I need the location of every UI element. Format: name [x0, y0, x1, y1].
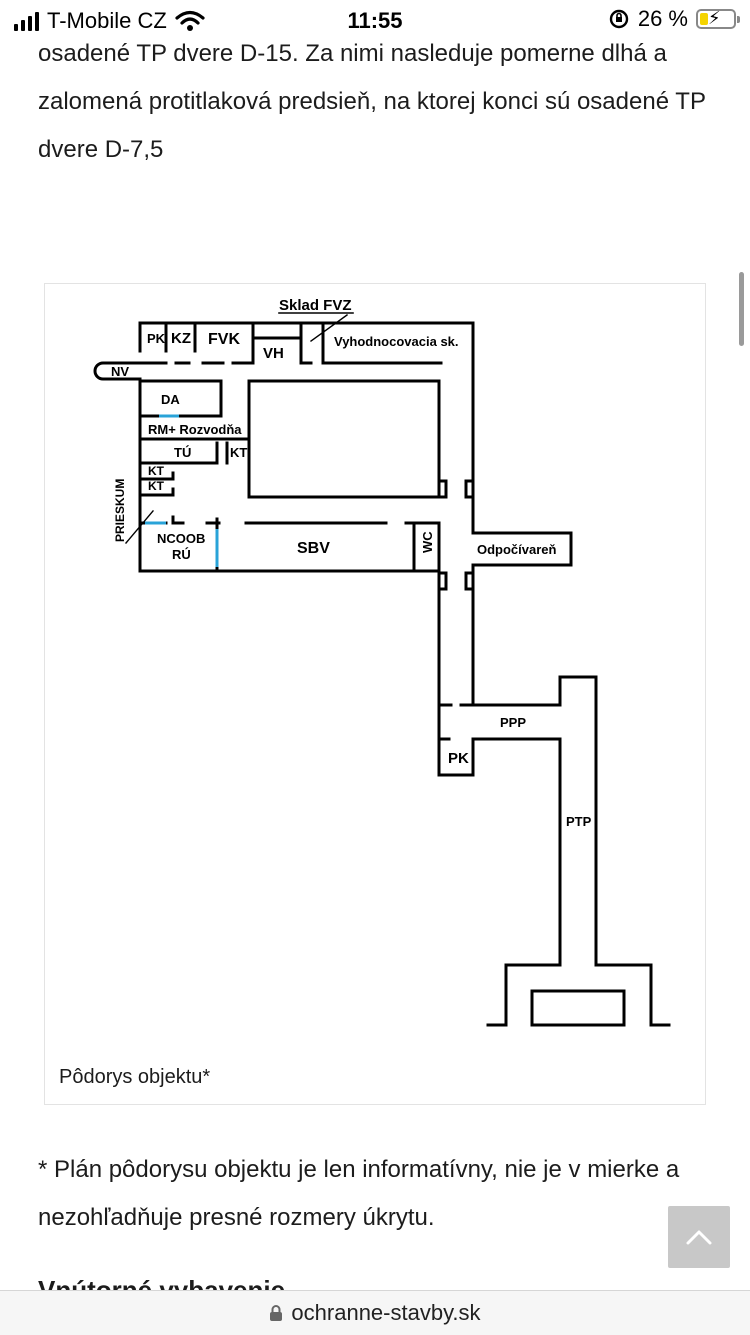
label-kz: KZ	[171, 330, 191, 347]
next-section-heading: Vnútorné vybavenie	[38, 1276, 285, 1290]
label-sbv: SBV	[297, 540, 330, 557]
status-left: T-Mobile CZ	[14, 8, 205, 34]
label-sklad-fvz: Sklad FVZ	[279, 297, 352, 314]
wifi-icon	[175, 10, 205, 31]
label-vyhodnocovacia: Vyhodnocovacia sk.	[334, 334, 459, 349]
orientation-lock-icon	[609, 9, 629, 29]
label-da: DA	[161, 392, 180, 407]
label-prieskum: PRIESKUM	[113, 479, 127, 542]
label-tu: TÚ	[174, 445, 191, 460]
label-fvk: FVK	[208, 331, 240, 348]
signal-icon	[14, 11, 39, 31]
label-ptp: PTP	[566, 814, 592, 829]
label-pk-bottom: PK	[448, 750, 469, 767]
page-scrollbar[interactable]	[739, 272, 744, 346]
article-paragraph: osadené TP dvere D-15. Za nimi nasleduje…	[38, 40, 706, 163]
label-kt-1: KT	[148, 464, 165, 478]
label-ru: RÚ	[172, 547, 191, 562]
label-wc: WC	[420, 531, 435, 553]
floorplan-diagram: Sklad FVZ PK KZ FVK VH Vyhodnocovacia sk…	[93, 297, 671, 1027]
label-rm-rozvodna: RM+ Rozvodňa	[148, 422, 242, 437]
floorplan-figure: Sklad FVZ PK KZ FVK VH Vyhodnocovacia sk…	[44, 283, 706, 1105]
status-bar: T-Mobile CZ 11:55 26 % ⚡	[0, 0, 750, 40]
label-vh: VH	[263, 345, 284, 362]
carrier-name: T-Mobile CZ	[47, 8, 167, 33]
battery-percent: 26 %	[637, 6, 688, 31]
battery-charging-icon: ⚡	[696, 8, 740, 29]
status-time: 11:55	[347, 8, 403, 33]
label-nv: NV	[111, 364, 129, 379]
status-right: 26 % ⚡	[608, 6, 740, 32]
figure-caption: Pôdorys objektu*	[59, 1066, 211, 1088]
label-ppp: PPP	[500, 715, 526, 730]
label-odpocivaren: Odpočívareň	[477, 542, 557, 557]
label-ncoob: NCOOB	[157, 531, 205, 546]
url-bar[interactable]: ochranne-stavby.sk	[0, 1290, 750, 1335]
chevron-up-icon	[686, 1230, 712, 1245]
figure-note: * Plán pôdorysu objektu je len informatí…	[38, 1156, 680, 1231]
lock-icon	[270, 1305, 283, 1321]
label-kt-2: KT	[148, 479, 165, 493]
scroll-to-top-button[interactable]	[668, 1206, 730, 1268]
label-kt-right: KT	[230, 445, 247, 460]
url-domain: ochranne-stavby.sk	[291, 1300, 481, 1325]
label-pk-top: PK	[147, 331, 166, 346]
